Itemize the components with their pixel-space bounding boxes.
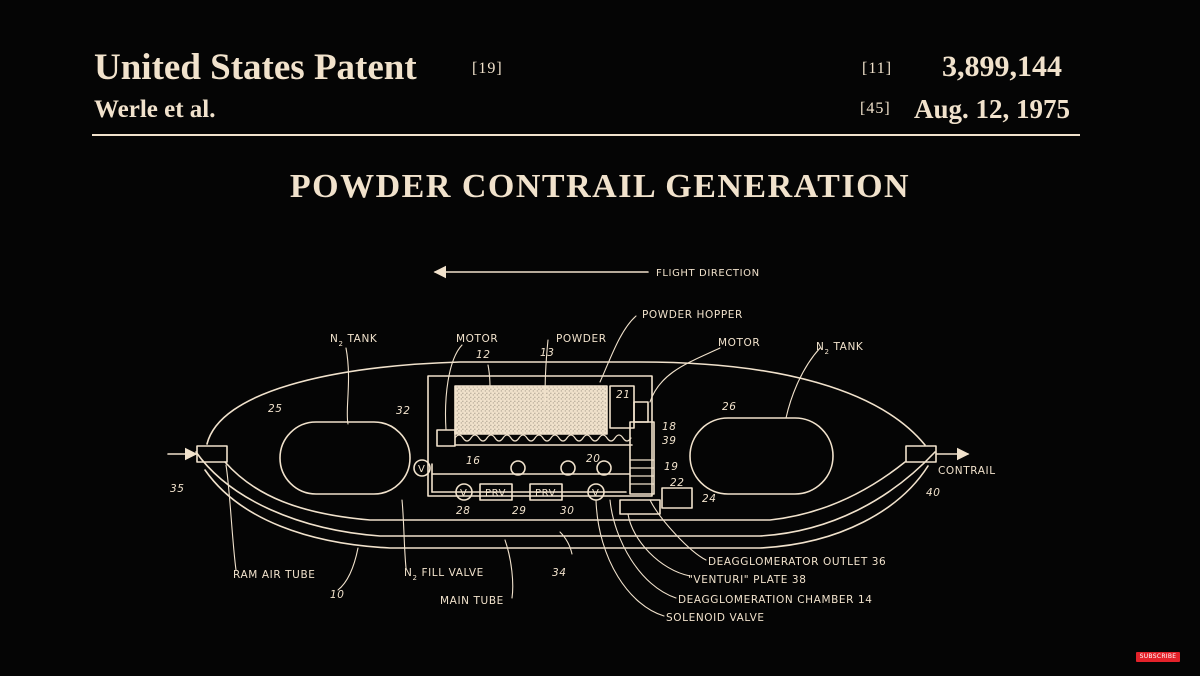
ref-30: 30 [560,505,575,517]
label-motor-left: MOTOR [456,333,498,345]
ref-32: 32 [396,405,411,417]
main-tube-inner [224,461,906,521]
label-main-tube: MAIN TUBE [440,595,504,607]
prv-1-label: PRV [485,488,506,499]
hopper-housing [427,375,653,497]
gauge-1-label: V [418,464,425,475]
auger-screw [454,434,632,442]
field-code-11: [11] [862,60,893,77]
gauge-2-label: V [460,488,467,499]
ref-34: 34 [552,567,567,579]
label-motor-right: MOTOR [718,337,760,349]
gauge-3 [510,460,526,476]
venturi-plate [619,499,661,515]
ref-22: 22 [670,477,685,489]
label-powder: POWDER [556,333,607,345]
prv-2-box [529,483,563,501]
ref-29: 29 [512,505,527,517]
leader-lines [225,315,821,617]
chamber-coil [629,459,655,485]
pod-bottom [204,465,929,549]
n2-tank-left [279,421,411,495]
flight-direction-label: FLIGHT DIRECTION [656,268,760,279]
powder-hopper [454,385,608,435]
ref-35: 35 [170,483,185,495]
patent-date: Aug. 12, 1975 [914,94,1071,124]
label-solenoid-valve: SOLENOID VALVE [666,612,765,624]
header-divider [92,134,1080,136]
ref-26: 26 [722,401,737,413]
ref-25: 25 [268,403,283,415]
inventor-name: Werle et al. [94,96,216,123]
ref-13: 13 [540,347,555,359]
label-n2-fill-valve: N2 FILL VALVE [404,567,484,582]
gauge-1 [413,459,431,477]
gauge-4 [560,460,576,476]
ref-28: 28 [456,505,471,517]
ref-18: 18 [662,421,677,433]
deagglomeration-chamber [629,421,655,495]
prv-2-label: PRV [535,488,556,499]
main-tube [195,451,936,537]
ref-16: 16 [466,455,481,467]
ref-12: 12 [476,349,491,361]
contrail-outlet [905,445,937,463]
ref-20: 20 [586,453,601,465]
prv-1-box [479,483,513,501]
subscribe-button[interactable]: SUBSCRIBE [1136,652,1180,662]
ref-21: 21 [616,389,631,401]
ref-39: 39 [662,435,677,447]
gauge-5-label: V [592,488,599,499]
label-n2-tank-right: N2 TANK [816,341,864,356]
field-code-19: [19] [472,60,503,77]
label-deagglomeration-chamber: DEAGGLOMERATION CHAMBER 14 [678,594,873,606]
label-contrail: CONTRAIL [938,465,996,477]
motor-left-box [436,429,456,447]
field-code-45: [45] [860,100,891,117]
pod-outline [206,361,926,446]
ref-40: 40 [926,487,941,499]
solenoid-valve-box [661,487,693,509]
patent-title: POWDER CONTRAIL GENERATION [289,168,911,205]
gauge-2 [455,483,473,501]
motor-right-box [633,401,649,423]
label-venturi-plate: "VENTURI" PLATE 38 [688,574,807,586]
patent-number: 3,899,144 [942,50,1062,83]
ref-19: 19 [664,461,679,473]
ref-10: 10 [330,589,345,601]
label-ram-air-tube: RAM AIR TUBE [233,569,316,581]
label-powder-hopper: POWDER HOPPER [642,309,743,321]
label-deagglomerator-outlet: DEAGGLOMERATOR OUTLET 36 [708,556,886,568]
n2-tank-right [689,417,834,495]
hopper-chute [609,385,635,429]
label-n2-tank-left: N2 TANK [330,333,378,348]
gauge-6 [596,460,612,476]
patent-office-title: United States Patent [94,47,417,88]
ref-24: 24 [702,493,717,505]
